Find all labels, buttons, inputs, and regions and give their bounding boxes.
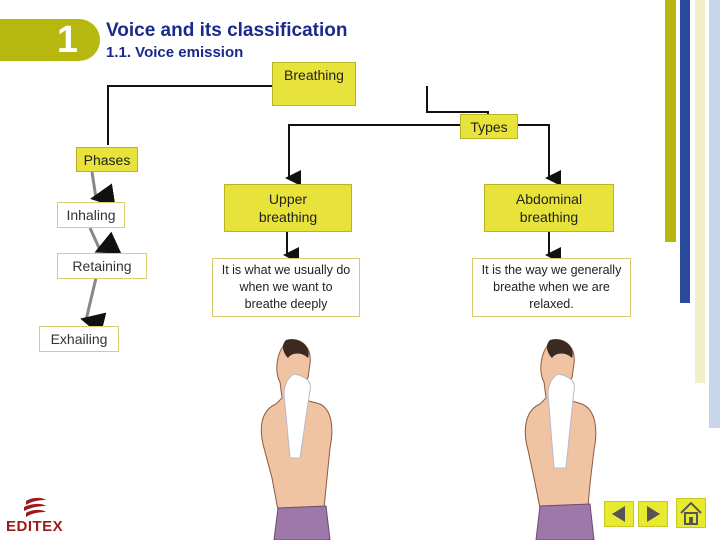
editex-logo-icon xyxy=(24,497,46,517)
decor-bar-olive xyxy=(665,0,676,242)
phase-inhaling: Inhaling xyxy=(57,202,125,228)
decor-bar-blue xyxy=(680,0,690,303)
back-arrow-icon xyxy=(612,506,625,522)
type-upper-breathing: Upper breathing xyxy=(224,184,352,232)
types-box: Types xyxy=(460,114,518,139)
section-number-badge: 1 xyxy=(0,19,100,61)
abdominal-breathing-illustration xyxy=(524,339,597,540)
back-button[interactable] xyxy=(604,501,634,527)
home-icon xyxy=(680,501,702,525)
decor-bar-lightblue xyxy=(709,0,720,428)
section-number: 1 xyxy=(56,19,78,61)
upper-breathing-description: It is what we usually do when we want to… xyxy=(212,258,360,317)
phase-exhailing: Exhailing xyxy=(39,326,119,352)
upper-breathing-illustration xyxy=(260,339,333,540)
phase-retaining: Retaining xyxy=(57,253,147,279)
abdominal-breathing-description: It is the way we generally breathe when … xyxy=(472,258,631,317)
forward-arrow-icon xyxy=(647,506,660,522)
page-title: Voice and its classification xyxy=(106,20,348,41)
editex-logo-text: EDITEX xyxy=(6,518,64,535)
phases-box: Phases xyxy=(76,147,138,172)
home-button[interactable] xyxy=(676,498,706,528)
breathing-box: Breathing xyxy=(272,62,356,106)
type-abdominal-breathing: Abdominal breathing xyxy=(484,184,614,232)
forward-button[interactable] xyxy=(638,501,668,527)
decor-bar-cream xyxy=(695,0,705,383)
page-subtitle: 1.1. Voice emission xyxy=(106,44,244,61)
